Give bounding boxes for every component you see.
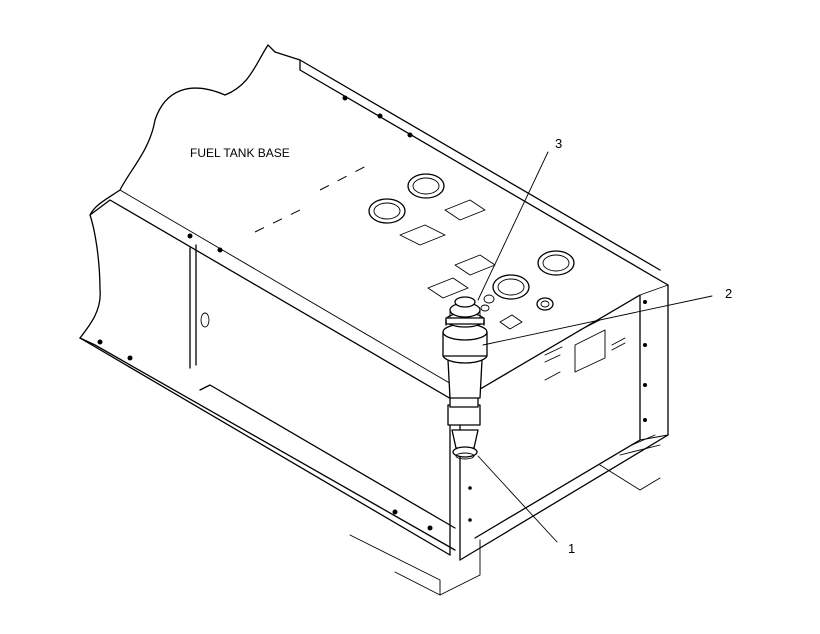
side-decals xyxy=(544,319,626,381)
flange-bolt-holes xyxy=(97,95,647,531)
leader-line-2 xyxy=(482,295,713,346)
leader-line-3 xyxy=(477,151,549,301)
top-openings xyxy=(368,173,575,300)
leader-lines xyxy=(477,151,713,543)
filler-neck-assembly xyxy=(442,296,488,426)
leader-line-1 xyxy=(477,455,558,543)
top-dash-marks xyxy=(254,162,373,233)
front-face xyxy=(189,244,486,561)
top-fittings xyxy=(480,294,554,330)
base-top-surface xyxy=(79,44,669,556)
callout-3: 3 xyxy=(555,136,562,151)
callout-1: 1 xyxy=(568,541,575,556)
callout-2: 2 xyxy=(725,286,732,301)
fuel-tank-base-label: FUEL TANK BASE xyxy=(190,146,290,160)
skid-blocks xyxy=(349,444,661,596)
right-side-face xyxy=(469,284,669,546)
lower-coupling xyxy=(451,429,479,460)
